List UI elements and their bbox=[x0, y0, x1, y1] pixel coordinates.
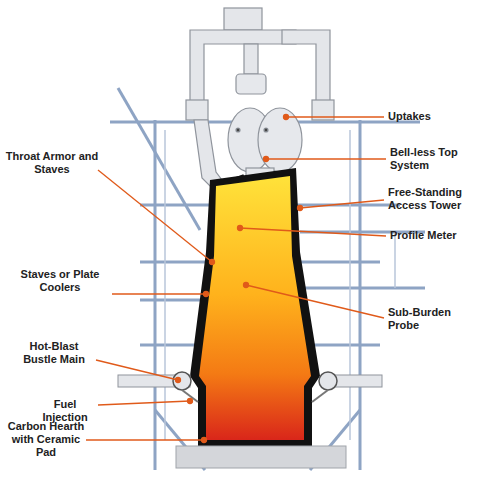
part-label: Throat Armor and Staves bbox=[4, 150, 100, 176]
bell-less-top bbox=[228, 74, 302, 182]
part-label: Bell-less Top System bbox=[390, 146, 470, 172]
furnace-burden bbox=[199, 176, 311, 440]
part-label: Uptakes bbox=[388, 110, 478, 123]
bustle-main bbox=[118, 372, 382, 402]
uptakes bbox=[186, 8, 334, 196]
foundation bbox=[176, 446, 346, 468]
part-label: Staves or Plate Coolers bbox=[10, 268, 110, 294]
access-tower bbox=[110, 88, 425, 470]
part-label: Hot-Blast Bustle Main bbox=[12, 340, 96, 366]
part-label: Free-Standing Access Tower bbox=[388, 186, 484, 212]
part-label: Sub-Burden Probe bbox=[388, 306, 458, 332]
throat-armor bbox=[228, 176, 244, 182]
part-label: Carbon Hearth with Ceramic Pad bbox=[4, 420, 88, 459]
leader-lines bbox=[86, 115, 386, 443]
furnace-shell bbox=[190, 168, 320, 446]
part-label: Profile Meter bbox=[390, 229, 480, 242]
